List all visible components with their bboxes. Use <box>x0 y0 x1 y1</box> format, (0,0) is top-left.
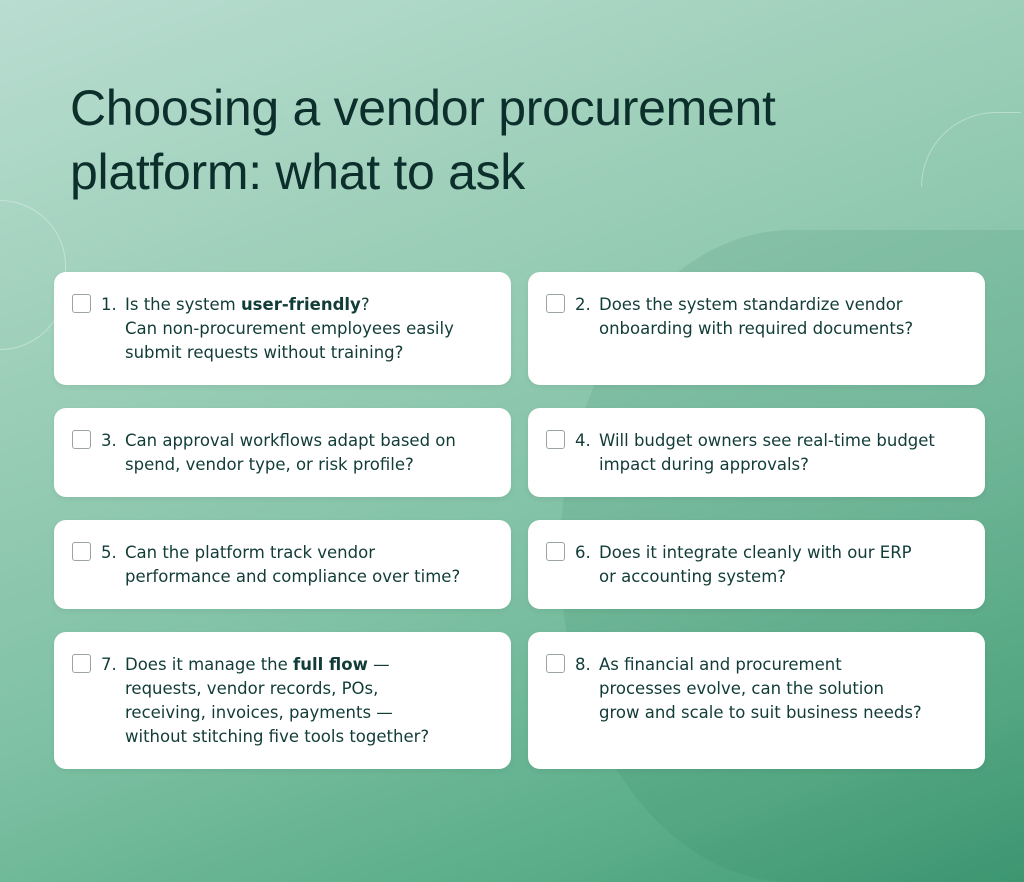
item-number: 3. <box>101 431 117 450</box>
checkbox[interactable] <box>72 654 91 673</box>
question-line: As financial and procurement <box>599 653 974 677</box>
checkbox[interactable] <box>72 430 91 449</box>
item-number: 5. <box>101 543 117 562</box>
text-segment: or accounting system? <box>599 567 787 586</box>
question-line: processes evolve, can the solution <box>599 677 974 701</box>
text-segment: — <box>367 655 390 674</box>
text-segment: requests, vendor records, POs, <box>125 679 379 698</box>
question-line: receiving, invoices, payments — <box>125 701 500 725</box>
question-line: Does the system standardize vendor <box>599 293 974 317</box>
item-number: 7. <box>101 655 117 674</box>
emphasis-text: user-friendly <box>240 295 361 314</box>
checkbox[interactable] <box>72 294 91 313</box>
question-text: Is the system user-friendly? Can non-proc… <box>125 293 500 365</box>
checklist-card: 7. Does it manage the full flow — requests… <box>54 632 511 769</box>
question-line: performance and compliance over time? <box>125 565 500 589</box>
question-line: submit requests without training? <box>125 341 500 365</box>
question-line: Does it manage the full flow — <box>125 653 500 677</box>
question-line: spend, vendor type, or risk profile? <box>125 453 500 477</box>
text-segment: grow and scale to suit business needs? <box>599 703 922 722</box>
checkbox[interactable] <box>546 430 565 449</box>
checklist-card: 2. Does the system standardize vendor onbo… <box>528 272 985 385</box>
text-segment: receiving, invoices, payments — <box>125 703 393 722</box>
item-number: 6. <box>575 543 591 562</box>
checkbox[interactable] <box>546 542 565 561</box>
item-number: 2. <box>575 295 591 314</box>
question-line: Will budget owners see real-time budget <box>599 429 974 453</box>
text-segment: Can non-procurement employees easily <box>125 319 454 338</box>
checklist-card: 1. Is the system user-friendly? Can non-pr… <box>54 272 511 385</box>
question-line: Can approval workflows adapt based on <box>125 429 500 453</box>
page-title: Choosing a vendor procurement platform: … <box>70 80 776 200</box>
text-segment: Does the system standardize vendor <box>599 295 903 314</box>
text-segment: ? <box>360 295 370 314</box>
question-line: Does it integrate cleanly with our ERP <box>599 541 974 565</box>
text-segment: processes evolve, can the solution <box>599 679 884 698</box>
text-segment: performance and compliance over time? <box>125 567 461 586</box>
item-number: 1. <box>101 295 117 314</box>
emphasis-text: full flow <box>293 655 368 674</box>
question-line: without stitching five tools together? <box>125 725 500 749</box>
item-number: 4. <box>575 431 591 450</box>
question-text: Does the system standardize vendor onboar… <box>599 293 974 341</box>
question-line: impact during approvals? <box>599 453 974 477</box>
checkbox[interactable] <box>546 294 565 313</box>
question-line: grow and scale to suit business needs? <box>599 701 974 725</box>
question-text: As financial and procurement processes ev… <box>599 653 974 725</box>
question-line: or accounting system? <box>599 565 974 589</box>
checklist-card: 8. As financial and procurement processes … <box>528 632 985 769</box>
checklist-card: 5. Can the platform track vendor performan… <box>54 520 511 609</box>
question-line: Is the system user-friendly? <box>125 293 500 317</box>
checkbox[interactable] <box>72 542 91 561</box>
text-segment: Will budget owners see real-time budget <box>599 431 935 450</box>
text-segment: impact during approvals? <box>599 455 809 474</box>
text-segment: Can approval workflows adapt based on <box>125 431 456 450</box>
question-text: Does it manage the full flow — requests, … <box>125 653 500 749</box>
question-text: Does it integrate cleanly with our ERP or… <box>599 541 974 589</box>
text-segment: As financial and procurement <box>599 655 842 674</box>
checklist-card: 3. Can approval workflows adapt based on s… <box>54 408 511 497</box>
text-segment: submit requests without training? <box>125 343 404 362</box>
text-segment: Does it integrate cleanly with our ERP <box>599 543 912 562</box>
checkbox[interactable] <box>546 654 565 673</box>
checklist-card: 4. Will budget owners see real-time budge… <box>528 408 985 497</box>
text-segment: Is the system <box>125 295 241 314</box>
item-number: 8. <box>575 655 591 674</box>
checklist-card: 6. Does it integrate cleanly with our ERP… <box>528 520 985 609</box>
text-segment: spend, vendor type, or risk profile? <box>125 455 414 474</box>
question-text: Can the platform track vendor performance… <box>125 541 500 589</box>
question-line: requests, vendor records, POs, <box>125 677 500 701</box>
question-text: Can approval workflows adapt based on spe… <box>125 429 500 477</box>
text-segment: Can the platform track vendor <box>125 543 375 562</box>
question-line: Can non-procurement employees easily <box>125 317 500 341</box>
question-line: Can the platform track vendor <box>125 541 500 565</box>
text-segment: Does it manage the <box>125 655 294 674</box>
text-segment: onboarding with required documents? <box>599 319 914 338</box>
question-line: onboarding with required documents? <box>599 317 974 341</box>
question-text: Will budget owners see real-time budget i… <box>599 429 974 477</box>
text-segment: without stitching five tools together? <box>125 727 430 746</box>
